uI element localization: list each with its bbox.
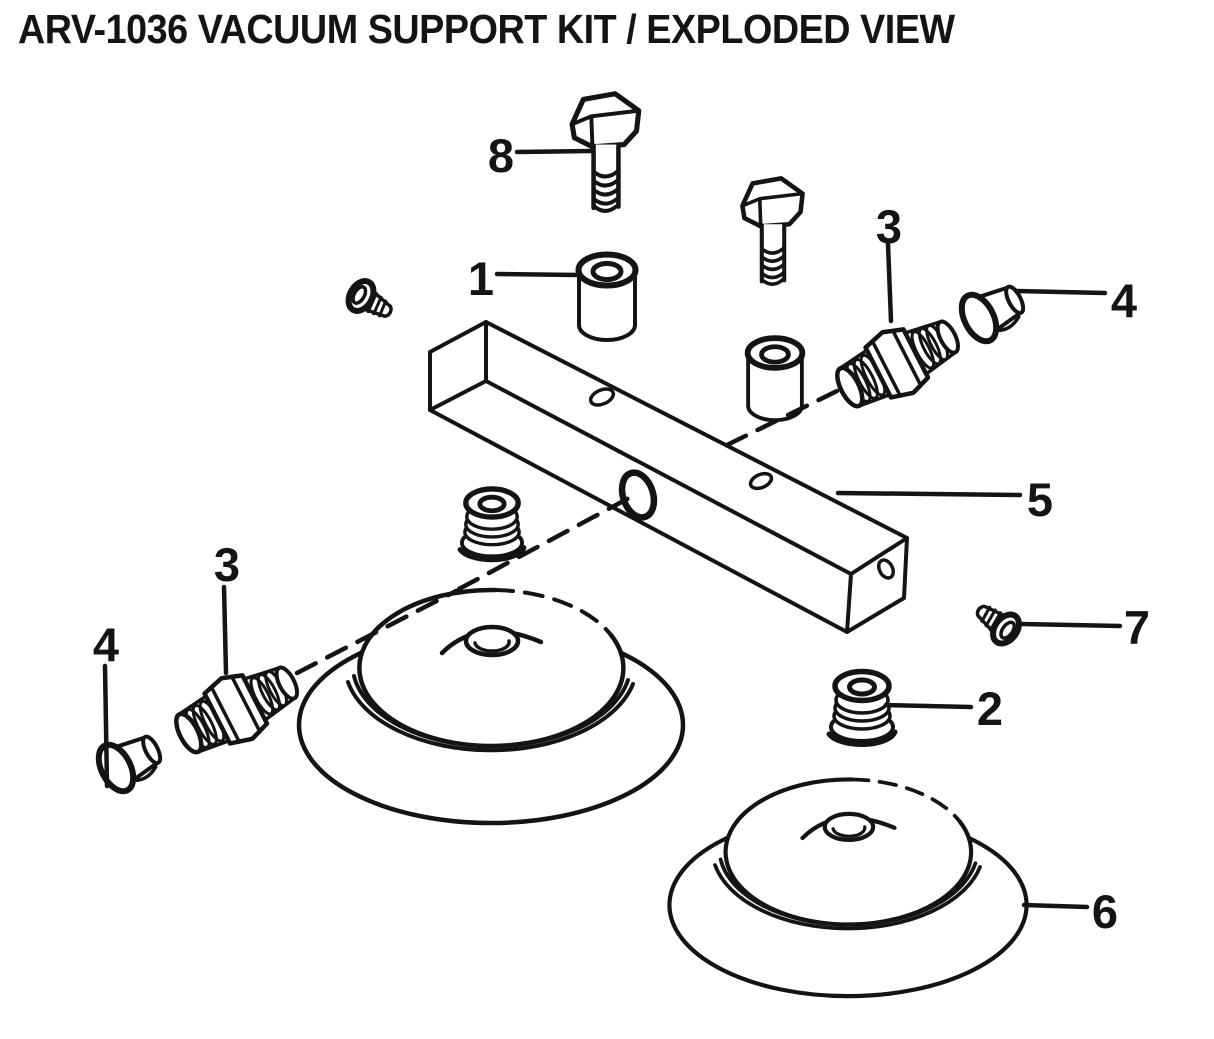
leader-5 bbox=[835, 490, 1023, 498]
bar-top-hole bbox=[748, 471, 774, 491]
leader-8 bbox=[514, 148, 595, 155]
screw-part-7 bbox=[969, 596, 1024, 648]
callout-label-3-right: 3 bbox=[876, 200, 902, 253]
leader-3-left bbox=[221, 584, 229, 676]
leader-2 bbox=[883, 702, 974, 710]
leader-7 bbox=[1019, 621, 1123, 629]
threaded-fitting-left bbox=[165, 649, 309, 767]
callout-label-3-left: 3 bbox=[214, 538, 240, 591]
callout-label-1: 1 bbox=[468, 252, 494, 305]
assembly-axis-dashed-lines bbox=[294, 388, 840, 676]
leader-6 bbox=[1021, 902, 1090, 910]
threaded-insert-center bbox=[460, 489, 524, 560]
callout-label-8: 8 bbox=[488, 129, 514, 182]
support-bar bbox=[428, 320, 909, 634]
suction-cup-part-6 bbox=[669, 779, 1026, 996]
threaded-fitting-right bbox=[826, 303, 970, 421]
callout-label-4-left: 4 bbox=[93, 618, 119, 671]
callout-label-7: 7 bbox=[1124, 601, 1150, 654]
callout-label-6: 6 bbox=[1092, 885, 1118, 938]
callout-leader-lines bbox=[102, 148, 1123, 910]
spacer-part-1 bbox=[579, 255, 636, 341]
screw-top-left bbox=[343, 277, 398, 327]
hex-bolt-right bbox=[742, 178, 802, 284]
callout-label-2: 2 bbox=[977, 682, 1003, 735]
callout-label-5: 5 bbox=[1027, 473, 1053, 526]
spacer-second bbox=[748, 338, 803, 420]
leader-4-left bbox=[102, 663, 110, 789]
leader-4-right bbox=[1013, 288, 1108, 296]
threaded-insert-part-2 bbox=[829, 672, 895, 745]
leader-1 bbox=[494, 271, 581, 278]
leader-3-right bbox=[885, 241, 894, 324]
plug-right bbox=[955, 275, 1032, 347]
diagram-title: ARV-1036 VACUUM SUPPORT KIT / EXPLODED V… bbox=[18, 6, 955, 52]
suction-cup-center bbox=[299, 590, 683, 823]
callout-label-4-right: 4 bbox=[1111, 274, 1137, 327]
plug-left bbox=[92, 725, 169, 797]
bar-end-hole bbox=[876, 558, 896, 580]
bar-top-hole bbox=[588, 387, 616, 407]
